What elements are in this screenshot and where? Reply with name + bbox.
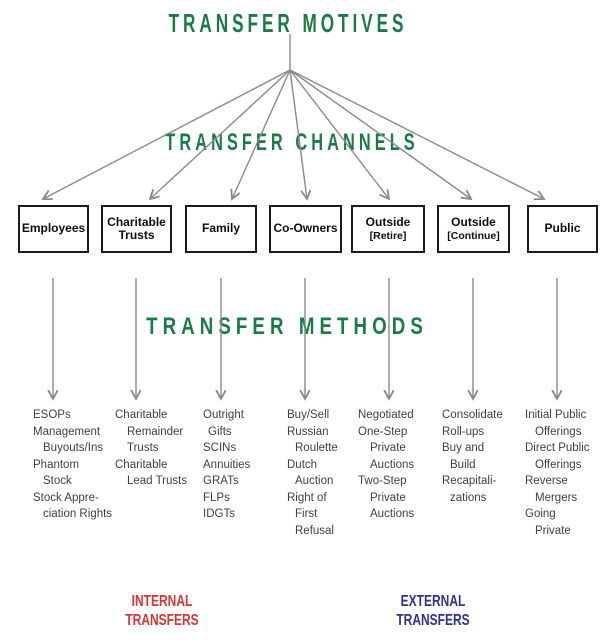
method-item: Phantom [33, 458, 80, 471]
method-item: Roll-ups [442, 425, 485, 438]
footer-label-line: EXTERNAL [400, 593, 466, 610]
method-item: Outright [203, 409, 244, 421]
channel-box-label: Family [201, 221, 240, 236]
method-item: Annuities [203, 458, 251, 471]
method-item: Offerings [535, 458, 582, 471]
channel-box-label: [Continue] [447, 229, 500, 242]
method-item: Direct Public [525, 442, 590, 454]
channel-box-label: Trusts [118, 228, 155, 242]
method-item: Trusts [127, 442, 159, 454]
heading-transfer-methods: TRANSFER METHODS [146, 313, 428, 340]
channel-box-label: Co-Owners [273, 221, 338, 236]
method-item: First [295, 508, 318, 520]
channel-box-label: Employees [21, 221, 86, 236]
channel-box-outside-continue: Outside[Continue] [437, 205, 510, 253]
method-item: Right of [287, 491, 327, 504]
method-item: Buy/Sell [287, 409, 330, 421]
method-item: Buyouts/Ins [43, 442, 104, 454]
method-item: Private [535, 524, 571, 537]
method-item: Charitable [115, 409, 168, 421]
method-item: Reverse [525, 475, 568, 487]
heading-transfer-motives: TRANSFER MOTIVES [168, 8, 408, 38]
channel-box-label: Outside [451, 215, 496, 230]
channel-box-label: Public [544, 221, 581, 236]
method-item: Gifts [208, 425, 232, 438]
method-item: Management [33, 425, 101, 438]
method-item: Charitable [115, 458, 168, 471]
channel-box-outside-retire: Outside[Retire] [351, 205, 425, 253]
method-item: Build [450, 458, 476, 471]
method-item: Roulette [295, 442, 338, 454]
method-item: Offerings [535, 425, 582, 438]
method-item: Dutch [287, 458, 318, 471]
channel-box-family: Family [185, 205, 257, 253]
method-item: ciation Rights [43, 508, 113, 520]
method-item: Going [525, 508, 556, 520]
method-item: zations [450, 491, 487, 504]
channel-box-co-owners: Co-Owners [269, 205, 342, 253]
heading-transfer-channels: TRANSFER CHANNELS [165, 129, 419, 156]
method-item: SCINs [203, 442, 237, 454]
method-item: Stock [43, 475, 72, 487]
footer-label-line: INTERNAL [131, 593, 193, 610]
method-item: GRATs [203, 475, 239, 487]
method-item: Stock Appre- [33, 491, 99, 504]
method-item: Lead Trusts [127, 475, 188, 487]
method-item: Private [370, 442, 406, 454]
method-item: Initial Public [525, 409, 587, 421]
method-item: Two-Step [358, 475, 407, 487]
method-item: Auctions [370, 508, 415, 520]
method-item: Auctions [370, 458, 415, 471]
channel-box-public: Public [527, 205, 598, 253]
channel-box-label: [Retire] [369, 229, 407, 242]
footer-label-line: TRANSFERS [125, 611, 199, 629]
method-item: Refusal [295, 524, 334, 537]
method-item: Recapitali- [442, 475, 497, 487]
footer-label-line: TRANSFERS [396, 611, 470, 629]
method-item: IDGTs [203, 508, 235, 520]
channel-box-label: Outside [365, 215, 411, 230]
method-item: FLPs [203, 491, 230, 504]
method-item: One-Step [358, 425, 408, 438]
method-item: Remainder [127, 425, 184, 438]
channel-box-label: Charitable [107, 214, 166, 229]
method-item: Mergers [535, 491, 578, 504]
method-item: Buy and [442, 442, 485, 454]
method-item: Private [370, 491, 406, 504]
method-item: ESOPs [33, 409, 71, 421]
method-item: Consolidate [442, 409, 503, 421]
method-item: Negotiated [358, 409, 414, 421]
method-item: Auction [295, 475, 334, 487]
channel-box-employees: Employees [18, 205, 89, 253]
method-item: Russian [287, 425, 329, 438]
